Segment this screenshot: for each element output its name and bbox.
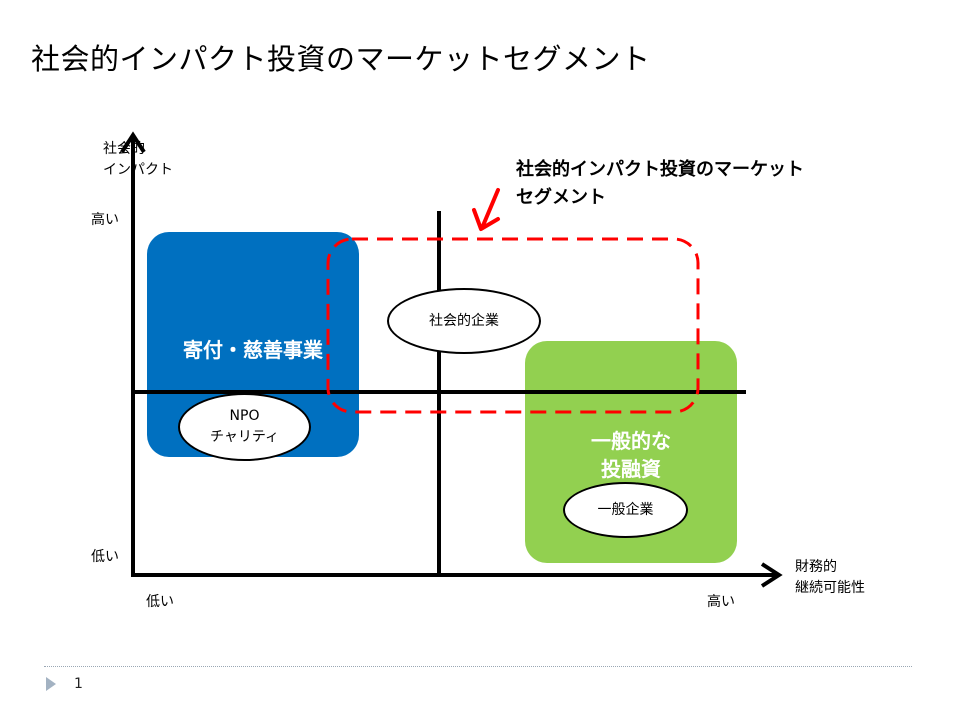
x-axis-high-label: 高い [707, 594, 735, 610]
y-axis-low-label: 低い [91, 549, 119, 565]
social-enterprise-oval: 社会的企業 [387, 288, 541, 354]
impact-investment-segment-outline [326, 237, 700, 414]
slide-title: 社会的インパクト投資のマーケットセグメント [31, 42, 651, 76]
x-axis-arrowhead [760, 562, 783, 588]
donation-segment-label: 寄付・慈善事業 [183, 338, 323, 362]
footer-triangle-icon [46, 677, 56, 691]
general-company-oval: 一般企業 [563, 482, 688, 538]
y-axis-arrowhead [120, 131, 146, 154]
general-investment-segment-label: 一般的な 投融資 [591, 429, 671, 481]
x-axis-title: 財務的 継続可能性 [795, 559, 865, 596]
footer-divider [44, 666, 912, 667]
npo-charity-oval: NPO チャリティ [178, 393, 311, 461]
y-axis-high-label: 高い [91, 212, 119, 228]
callout-arrow-head [472, 208, 500, 231]
impact-investment-callout: 社会的インパクト投資のマーケット セグメント [516, 159, 804, 208]
page-number: 1 [74, 676, 83, 692]
y-axis-title: 社会的 インパクト [103, 141, 173, 178]
callout-arrow-shaft [480, 188, 500, 230]
x-axis-low-label: 低い [146, 594, 174, 610]
